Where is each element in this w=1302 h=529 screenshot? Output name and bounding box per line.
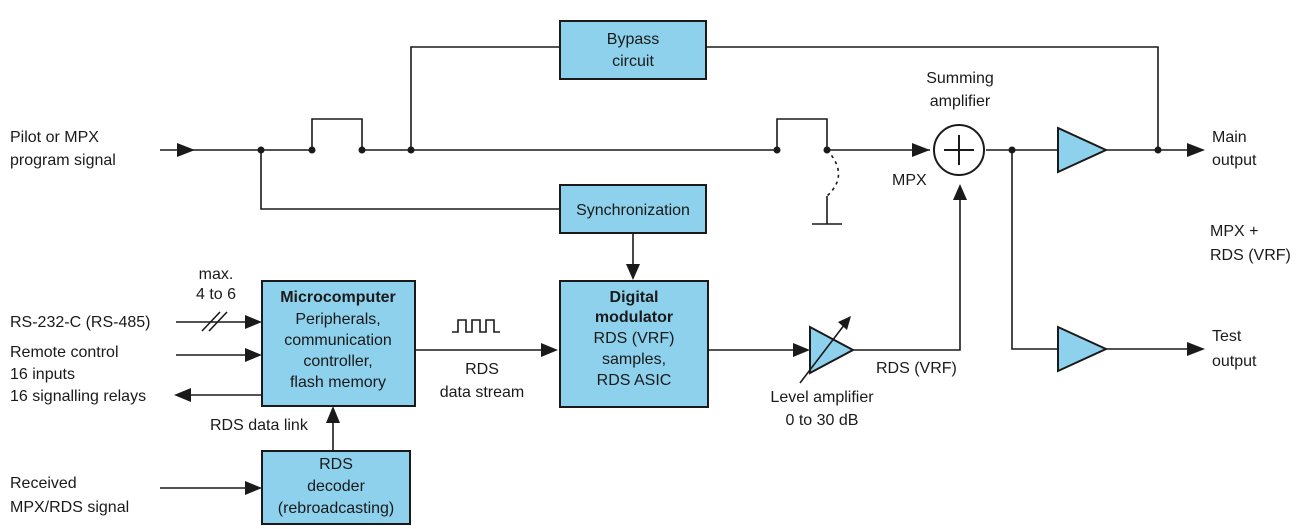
modulator-title-1: Digital — [610, 289, 659, 306]
decoder-block-rect — [261, 450, 411, 525]
sync-arrow — [626, 264, 640, 280]
summing-label-1: Summing — [926, 70, 994, 87]
amplifiers — [799, 126, 1109, 384]
relays-arrow — [174, 388, 191, 402]
mpx-label: MPX — [892, 172, 927, 189]
max-label-1: max. — [199, 266, 234, 283]
remote-arrow — [245, 348, 262, 362]
rds-stream-label-1: RDS — [465, 361, 499, 378]
bypass-junction — [407, 146, 415, 154]
test-output-amplifier — [1057, 325, 1109, 373]
decoder-label-1: RDS — [319, 456, 353, 473]
sync-tap-wire — [260, 150, 560, 210]
test-junction — [1008, 146, 1016, 154]
bypass-wire-left — [410, 46, 560, 150]
micro-body-2: communication — [284, 332, 392, 349]
micro-body-4: flash memory — [290, 374, 386, 391]
arrowheads — [174, 143, 1205, 495]
output-switch — [776, 118, 828, 150]
switch2-left-contact — [773, 146, 781, 154]
rds-stream-arrow — [541, 343, 558, 357]
mpx-arrow — [912, 143, 930, 157]
annotation-labels: Pilot or MPX program signal Summing ampl… — [10, 70, 1291, 516]
sync-label: Synchronization — [576, 202, 690, 219]
switch1-right-contact — [358, 146, 366, 154]
sync-junction — [257, 146, 265, 154]
micro-block-rect — [261, 280, 416, 407]
switch2-right-contact — [823, 146, 831, 154]
level-amp-label-2: 0 to 30 dB — [786, 412, 859, 429]
bypass-label-1: Bypass — [607, 31, 659, 48]
rds-decoder-block: RDS decoder (rebroadcasting) — [261, 450, 411, 525]
test-output-label-2: output — [1212, 353, 1257, 370]
test-output-label-1: Test — [1212, 328, 1242, 345]
bypass-wire-right — [706, 46, 1159, 150]
modulator-body-3: RDS ASIC — [597, 372, 672, 389]
summing-label-2: amplifier — [930, 93, 991, 110]
signal-wires — [160, 46, 1188, 489]
input-switch — [311, 118, 363, 150]
rds-pulse-train-icon — [452, 319, 500, 333]
decoder-label-3: (rebroadcasting) — [278, 500, 395, 517]
switch1-left-contact — [308, 146, 316, 154]
modulator-body-1: RDS (VRF) — [594, 330, 675, 347]
rs232-arrow — [245, 315, 262, 329]
junction-dots — [257, 146, 1162, 154]
main-output-amplifier — [1057, 126, 1109, 174]
synchronization-block: Synchronization — [559, 184, 707, 234]
sync-block-rect — [559, 184, 707, 234]
bus-slash — [201, 311, 221, 332]
modulator-body-2: samples, — [602, 351, 666, 368]
bus-slash-2 — [208, 311, 228, 332]
rds-vrf-up-arrow — [953, 184, 967, 200]
level-amp-in-arrow — [793, 343, 810, 357]
received-label-2: MPX/RDS signal — [10, 499, 129, 516]
received-label-1: Received — [10, 475, 77, 492]
mpx-rds-label-2: RDS (VRF) — [1210, 247, 1291, 264]
bypass-circuit-block: Bypass circuit — [559, 20, 707, 80]
summing-amplifier — [933, 124, 985, 176]
level-amplifier — [809, 325, 856, 375]
microcomputer-block: Microcomputer Peripherals, communication… — [261, 280, 416, 407]
micro-body-3: controller, — [303, 353, 372, 370]
main-output-label-1: Main — [1212, 129, 1247, 146]
max-label-2: 4 to 6 — [196, 286, 236, 303]
main-output-label-2: output — [1212, 152, 1257, 169]
level-amp-to-sum-wire — [853, 196, 961, 351]
pilot-label-2: program signal — [10, 152, 116, 169]
bypass-label-2: circuit — [612, 53, 654, 70]
mpx-rds-label-1: MPX + — [1210, 223, 1258, 240]
test-output-arrow — [1187, 342, 1205, 356]
level-amp-variable-arrow — [799, 319, 849, 384]
modulator-title-2: modulator — [595, 309, 673, 326]
pilot-label-1: Pilot or MPX — [10, 129, 99, 146]
level-amp-label-1: Level amplifier — [770, 389, 874, 406]
bypass-block-rect — [559, 20, 707, 80]
remote-label-3: 16 signalling relays — [10, 388, 146, 405]
level-amp-variable-arrowhead — [838, 316, 851, 330]
switch-ground-arm — [826, 149, 840, 197]
decoder-label-2: decoder — [307, 478, 365, 495]
bypass-output-junction — [1154, 146, 1162, 154]
rds-stream-label-2: data stream — [440, 384, 524, 401]
received-arrow — [245, 481, 262, 495]
micro-title: Microcomputer — [280, 289, 396, 306]
remote-label-2: 16 inputs — [10, 366, 75, 383]
test-branch-wire — [1011, 150, 1058, 350]
rds-vrf-label: RDS (VRF) — [876, 360, 957, 377]
micro-body-1: Peripherals, — [295, 311, 380, 328]
digital-modulator-block: Digital modulator RDS (VRF) samples, RDS… — [559, 280, 709, 408]
main-output-arrow — [1187, 143, 1205, 157]
rds-data-link-label: RDS data link — [210, 417, 309, 434]
remote-label-1: Remote control — [10, 344, 119, 361]
rs232-label: RS-232-C (RS-485) — [10, 314, 150, 331]
input-arrow — [177, 143, 195, 157]
decoder-up-arrow — [326, 406, 340, 423]
modulator-block-rect — [559, 280, 709, 408]
